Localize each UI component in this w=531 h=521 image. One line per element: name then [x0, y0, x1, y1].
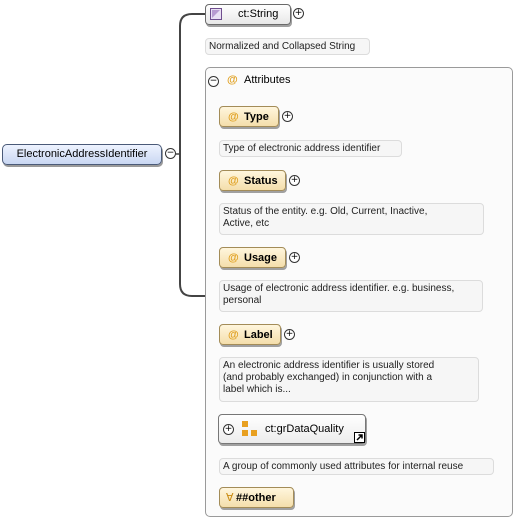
attribute-status-expand-toggle[interactable]: + [289, 175, 300, 186]
attribute-label-node[interactable]: @ Label [219, 324, 281, 345]
attribute-status-label: Status [244, 175, 278, 187]
any-attribute-node[interactable]: ∀ ##other [219, 487, 294, 508]
attribute-status-description-line: Active, etc [223, 218, 270, 229]
attribute-usage-description: Usage of electronic address identifier. … [219, 280, 483, 312]
attribute-type-description: Type of electronic address identifier [219, 140, 402, 157]
attribute-type-description-text: Type of electronic address identifier [223, 143, 381, 154]
reference-arrow-icon[interactable] [354, 432, 365, 443]
attribute-type-label: Type [244, 111, 269, 123]
attribute-label-description: An electronic address identifier is usua… [219, 357, 479, 402]
root-element-node[interactable]: ElectronicAddressIdentifier [2, 144, 162, 165]
attribute-group-ref-label: ct:grDataQuality [265, 423, 344, 435]
attribute-status-description-line: Status of the entity. e.g. Old, Current,… [223, 206, 428, 217]
attribute-usage-description-line: personal [223, 295, 262, 306]
any-attribute-icon: ∀ [226, 492, 234, 504]
simple-type-description: Normalized and Collapsed String [205, 38, 370, 55]
simple-type-icon [210, 8, 222, 20]
any-attribute-label: ##other [236, 492, 276, 504]
root-element-label: ElectronicAddressIdentifier [16, 148, 148, 160]
attribute-at-icon: @ [228, 329, 239, 341]
attribute-group-icon [242, 421, 257, 436]
root-collapse-toggle[interactable]: − [165, 148, 176, 159]
attribute-type-node[interactable]: @ Type [219, 106, 279, 127]
simple-type-node[interactable]: ct:String [205, 4, 291, 25]
simple-type-expand-toggle[interactable]: + [293, 8, 304, 19]
attribute-group-ref-expand-toggle[interactable]: + [223, 424, 234, 435]
attribute-group-ref-description-text: A group of commonly used attributes for … [223, 461, 464, 472]
attributes-group-label: Attributes [244, 74, 291, 86]
simple-type-label: ct:String [238, 8, 279, 20]
attribute-label-label: Label [244, 329, 273, 341]
attribute-usage-description-line: Usage of electronic address identifier. … [223, 283, 455, 294]
attribute-label-description-line: An electronic address identifier is usua… [223, 360, 435, 371]
attribute-usage-expand-toggle[interactable]: + [289, 252, 300, 263]
attributes-collapse-toggle[interactable]: − [208, 76, 219, 87]
attribute-type-expand-toggle[interactable]: + [282, 111, 293, 122]
attribute-label-description-line: (and probably exchanged) in conjunction … [223, 372, 433, 383]
attribute-label-expand-toggle[interactable]: + [284, 329, 295, 340]
attributes-at-icon: @ [227, 74, 238, 86]
attribute-at-icon: @ [228, 252, 239, 264]
attribute-group-ref-description: A group of commonly used attributes for … [219, 458, 494, 475]
attribute-group-ref-node[interactable]: + ct:grDataQuality [218, 414, 366, 444]
attribute-usage-label: Usage [244, 252, 278, 264]
simple-type-description-text: Normalized and Collapsed String [209, 41, 356, 52]
attribute-status-description: Status of the entity. e.g. Old, Current,… [219, 203, 484, 235]
attribute-status-node[interactable]: @ Status [219, 170, 286, 191]
attribute-usage-node[interactable]: @ Usage [219, 247, 286, 268]
attribute-label-description-line: label which is... [223, 384, 291, 395]
attribute-at-icon: @ [228, 175, 239, 187]
attribute-at-icon: @ [228, 111, 239, 123]
